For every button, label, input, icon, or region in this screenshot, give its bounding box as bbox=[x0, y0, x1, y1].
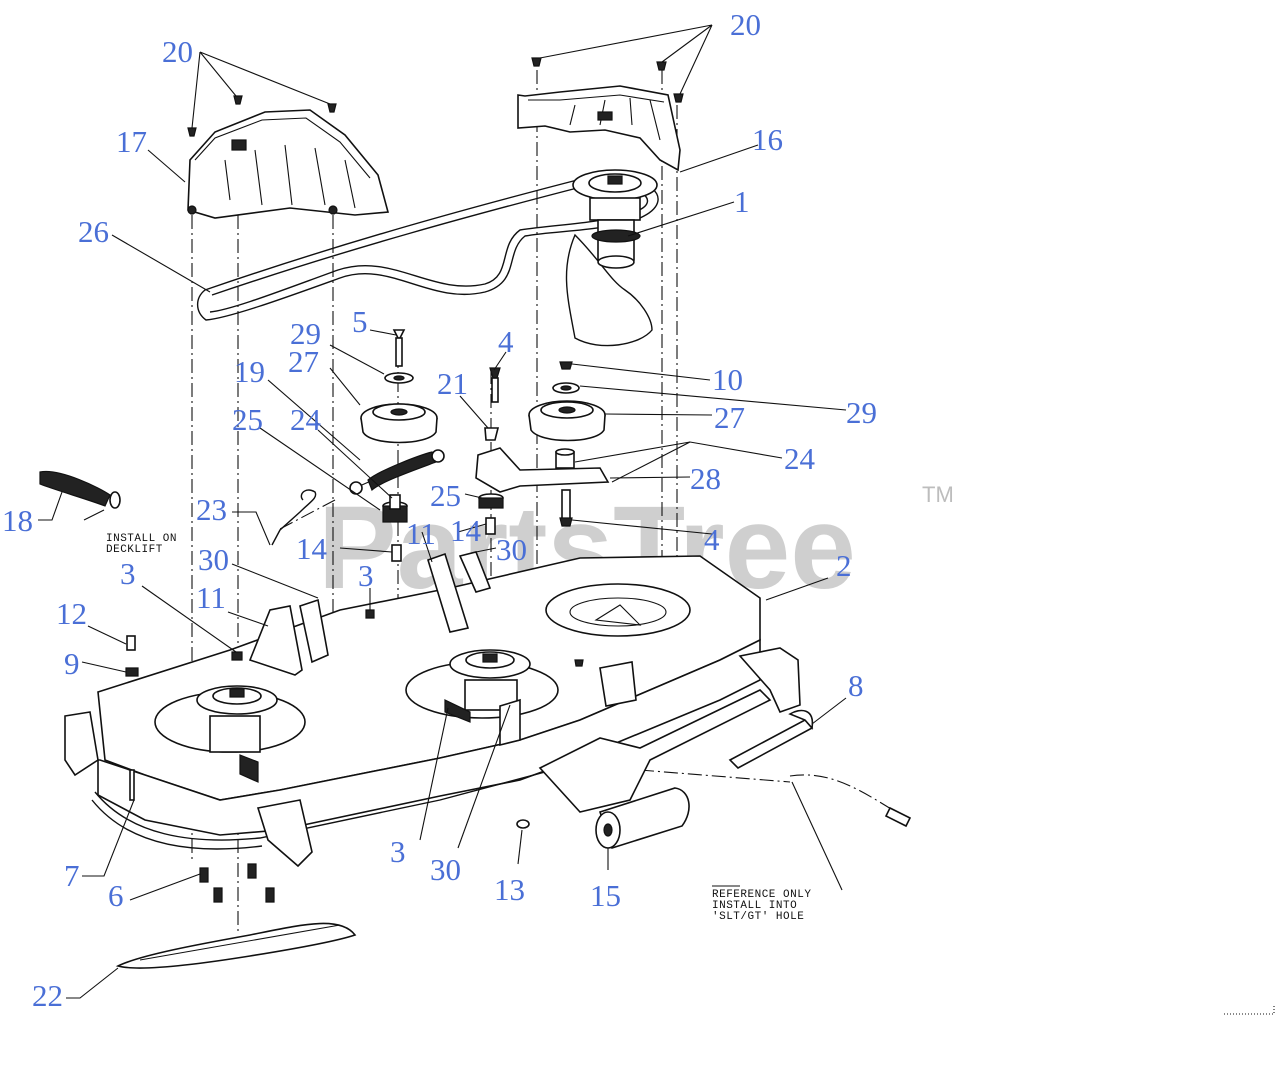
callout-20[interactable]: 20 bbox=[730, 7, 761, 42]
bracket-left bbox=[248, 605, 303, 676]
callout-7[interactable]: 7 bbox=[64, 858, 80, 893]
note-reference: REFERENCE ONLY INSTALL INTO 'SLT/GT' HOL… bbox=[712, 889, 811, 923]
callout-25[interactable]: 25 bbox=[232, 402, 263, 437]
front-axle bbox=[538, 689, 772, 813]
callout-2[interactable]: 2 bbox=[836, 548, 852, 583]
callout-21[interactable]: 21 bbox=[437, 366, 468, 401]
deck-side-bracket-left bbox=[64, 711, 99, 777]
callout-4[interactable]: 4 bbox=[498, 324, 514, 359]
callout-24[interactable]: 24 bbox=[784, 441, 816, 476]
callout-27[interactable]: 27 bbox=[714, 400, 745, 435]
callout-20[interactable]: 20 bbox=[162, 34, 193, 69]
callout-15[interactable]: 15 bbox=[590, 878, 621, 913]
leader-lines bbox=[38, 24, 1275, 1015]
callout-14[interactable]: 14 bbox=[450, 513, 482, 548]
deck-spindle-left bbox=[196, 685, 278, 783]
callout-11[interactable]: 11 bbox=[406, 516, 436, 551]
deck-side-bracket-right bbox=[256, 799, 313, 868]
callout-17[interactable]: 17 bbox=[116, 124, 147, 159]
callout-28[interactable]: 28 bbox=[690, 461, 721, 496]
mower-blade bbox=[115, 922, 357, 969]
note-reference-line2: INSTALL INTO bbox=[712, 900, 797, 912]
callout-29[interactable]: 29 bbox=[846, 395, 877, 430]
note-decklift-line2: DECKLIFT bbox=[106, 544, 163, 556]
spacers bbox=[382, 493, 504, 562]
callout-9[interactable]: 9 bbox=[64, 646, 80, 681]
callout-25[interactable]: 25 bbox=[430, 478, 461, 513]
callout-18[interactable]: 18 bbox=[2, 503, 33, 538]
bracket-mid-rear bbox=[458, 551, 492, 593]
anti-scalp-roller bbox=[595, 787, 690, 849]
callout-5[interactable]: 5 bbox=[352, 304, 368, 339]
callout-13[interactable]: 13 bbox=[494, 872, 525, 907]
note-reference-line3: 'SLT/GT' HOLE bbox=[712, 911, 804, 923]
lift-rod bbox=[728, 709, 912, 828]
callout-3[interactable]: 3 bbox=[358, 558, 374, 593]
callouts: 20 20 17 16 1 26 5 29 27 19 4 21 10 29 2… bbox=[2, 7, 877, 1013]
decklift-spring bbox=[39, 470, 121, 509]
callout-30[interactable]: 30 bbox=[198, 542, 229, 577]
hook-rod bbox=[271, 489, 317, 546]
callout-30[interactable]: 30 bbox=[430, 852, 461, 887]
callout-4[interactable]: 4 bbox=[704, 522, 720, 557]
note-decklift-line1: INSTALL ON bbox=[106, 533, 177, 545]
callout-24[interactable]: 24 bbox=[290, 402, 322, 437]
callout-6[interactable]: 6 bbox=[108, 878, 124, 913]
callout-27[interactable]: 27 bbox=[288, 344, 319, 379]
bracket-right bbox=[599, 661, 637, 707]
idler-pulley-right bbox=[528, 361, 606, 442]
callout-29[interactable]: 29 bbox=[290, 316, 321, 351]
callout-22[interactable]: 22 bbox=[32, 978, 63, 1013]
small-hardware bbox=[125, 609, 375, 903]
note-reference-line1: REFERENCE ONLY bbox=[712, 889, 811, 901]
left-pulley-cover bbox=[187, 109, 390, 219]
callout-16[interactable]: 16 bbox=[752, 122, 783, 157]
roller-nut bbox=[516, 819, 530, 829]
callout-14[interactable]: 14 bbox=[296, 531, 328, 566]
spindle-assembly-top bbox=[572, 169, 658, 269]
note-decklift: INSTALL ON DECKLIFT bbox=[106, 533, 177, 556]
deck-belt bbox=[196, 176, 659, 347]
callout-8[interactable]: 8 bbox=[848, 668, 864, 703]
callout-3[interactable]: 3 bbox=[390, 834, 406, 869]
deck-spindle-center bbox=[444, 649, 531, 747]
deck-front-bracket bbox=[738, 647, 801, 713]
trademark-mark: TM bbox=[922, 482, 954, 507]
callout-19[interactable]: 19 bbox=[234, 354, 265, 389]
callout-11[interactable]: 11 bbox=[196, 580, 226, 615]
idler-arm-bracket bbox=[475, 367, 610, 527]
bracket-mid bbox=[427, 552, 470, 633]
idler-pulley-left bbox=[360, 329, 438, 444]
callout-23[interactable]: 23 bbox=[196, 492, 227, 527]
mower-deck bbox=[64, 551, 801, 868]
right-pulley-cover bbox=[517, 85, 681, 172]
cover-bolts bbox=[187, 57, 684, 137]
callout-10[interactable]: 10 bbox=[712, 362, 743, 397]
callout-30[interactable]: 30 bbox=[496, 532, 527, 567]
callout-3[interactable]: 3 bbox=[120, 556, 136, 591]
callout-26[interactable]: 26 bbox=[78, 214, 109, 249]
callout-12[interactable]: 12 bbox=[56, 596, 87, 631]
callout-1[interactable]: 1 bbox=[734, 184, 750, 219]
bracket-left-rear bbox=[299, 598, 329, 664]
